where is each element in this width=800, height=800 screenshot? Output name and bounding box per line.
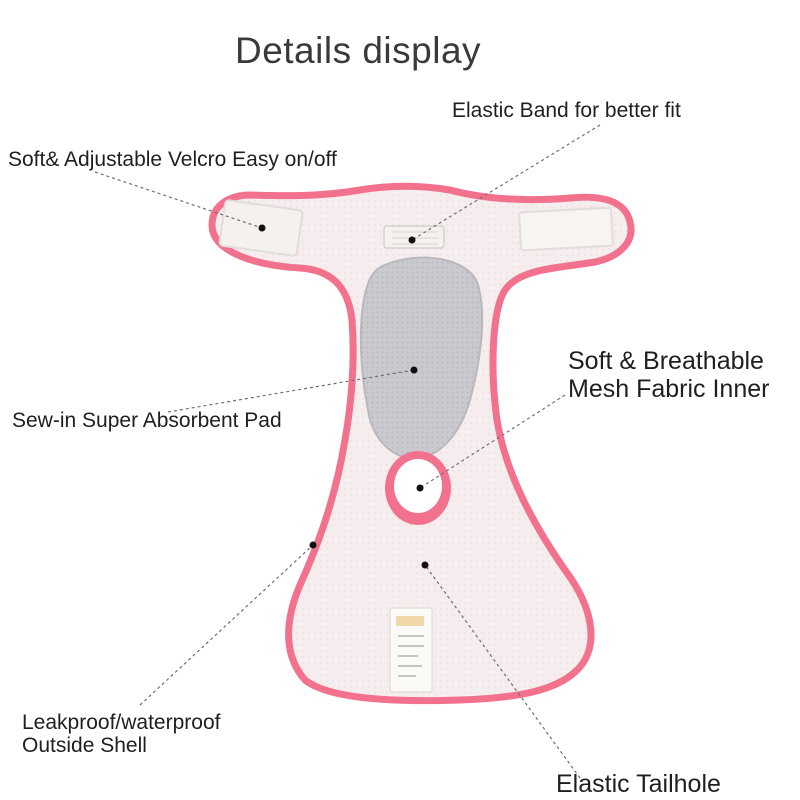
callout-mesh-line2: Mesh Fabric Inner	[568, 375, 770, 403]
velcro-tab-right	[518, 206, 614, 252]
callout-dots	[258, 224, 429, 569]
elastic-band	[383, 225, 445, 249]
callout-shell-line1: Leakproof/waterproof	[22, 711, 221, 734]
callout-mesh-line1: Soft & Breathable	[568, 347, 764, 375]
page-title: Details display	[234, 30, 482, 71]
callout-shell-line2: Outside Shell	[22, 734, 147, 757]
callout-tailhole: Elastic Tailhole	[556, 770, 721, 798]
callout-velcro: Soft& Adjustable Velcro Easy on/off	[8, 148, 337, 171]
callout-pad: Sew-in Super Absorbent Pad	[12, 409, 282, 432]
care-label	[389, 607, 433, 693]
callout-elastic-band: Elastic Band for better fit	[452, 99, 681, 122]
callout-lines	[94, 124, 601, 779]
